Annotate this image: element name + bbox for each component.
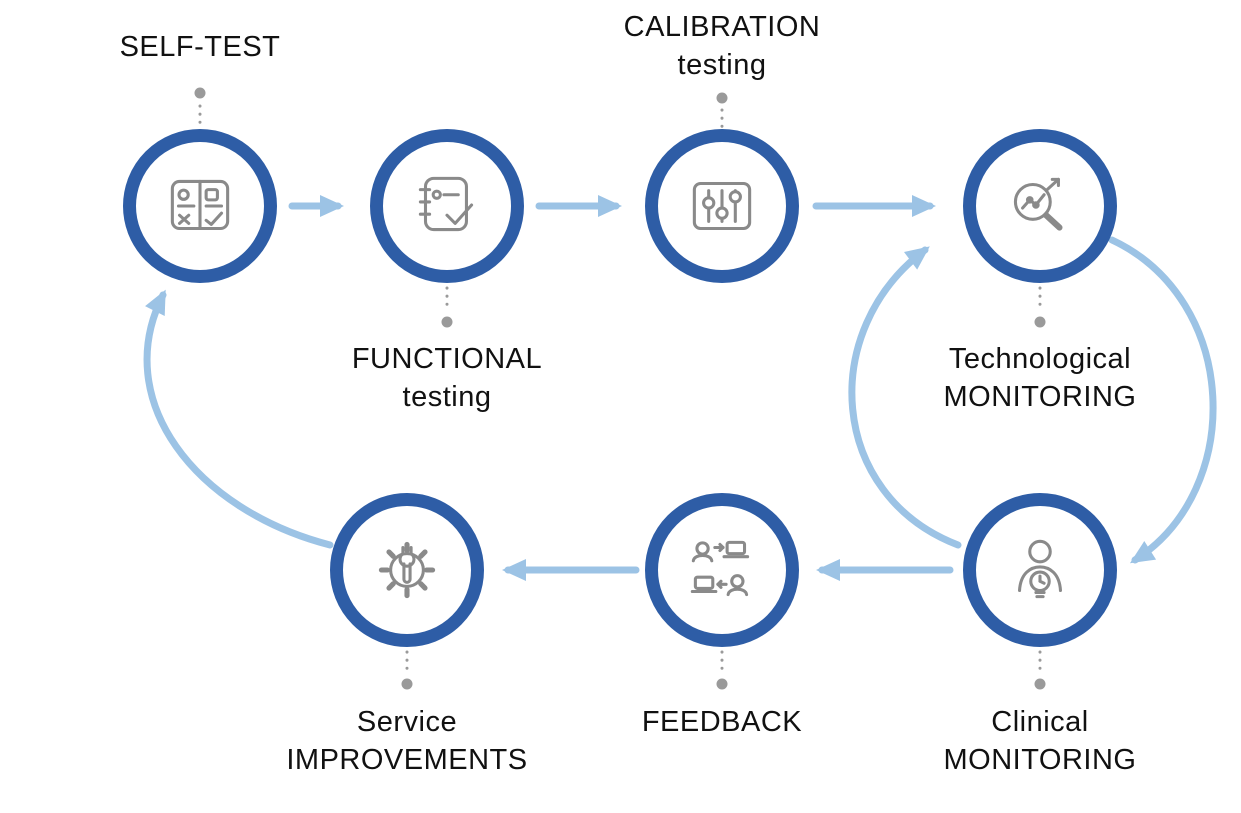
label-line: MONITORING	[943, 744, 1137, 776]
label-functional-testing: FUNCTIONAL testing	[297, 340, 597, 416]
arrow-clinical-to-techmonitoring	[848, 246, 962, 549]
node-clinical-monitoring	[963, 493, 1117, 647]
checklist-book-icon	[170, 179, 230, 231]
label-line: Service	[356, 706, 458, 738]
node-feedback	[645, 493, 799, 647]
label-line: testing	[677, 49, 767, 81]
people-laptops-icon	[690, 540, 750, 597]
label-technological-monitoring: Technological MONITORING	[890, 340, 1190, 416]
label-line: FUNCTIONAL	[351, 343, 543, 375]
label-line: FEEDBACK	[641, 706, 803, 738]
label-line: MONITORING	[943, 381, 1137, 413]
magnifier-chart-icon	[1013, 177, 1063, 231]
arrow-techmonitoring-to-clinical	[1108, 236, 1217, 564]
person-lightbulb-icon	[1017, 539, 1063, 599]
sliders-icon	[692, 181, 752, 231]
label-line: Clinical	[991, 706, 1089, 738]
label-clinical-monitoring: Clinical MONITORING	[890, 703, 1190, 779]
label-line: SELF-TEST	[119, 31, 281, 63]
label-line: Technological	[948, 343, 1132, 375]
label-calibration-testing: CALIBRATION testing	[572, 8, 872, 84]
gear-wrench-icon	[378, 541, 436, 599]
label-line: testing	[402, 381, 492, 413]
arrow-service-to-selftest	[143, 289, 334, 549]
label-feedback: FEEDBACK	[572, 703, 872, 741]
node-service-improvements	[330, 493, 484, 647]
notebook-check-icon	[418, 176, 474, 232]
node-functional-testing	[370, 129, 524, 283]
label-line: CALIBRATION	[623, 11, 821, 43]
node-calibration-testing	[645, 129, 799, 283]
label-line: IMPROVEMENTS	[286, 744, 528, 776]
label-dotted-connectors	[198, 104, 1042, 672]
label-connector-dots	[194, 87, 1046, 690]
flow-arrows	[143, 195, 1217, 581]
node-self-test	[123, 129, 277, 283]
node-technological-monitoring	[963, 129, 1117, 283]
label-self-test: SELF-TEST	[50, 28, 350, 66]
label-service-improvements: Service IMPROVEMENTS	[257, 703, 557, 779]
